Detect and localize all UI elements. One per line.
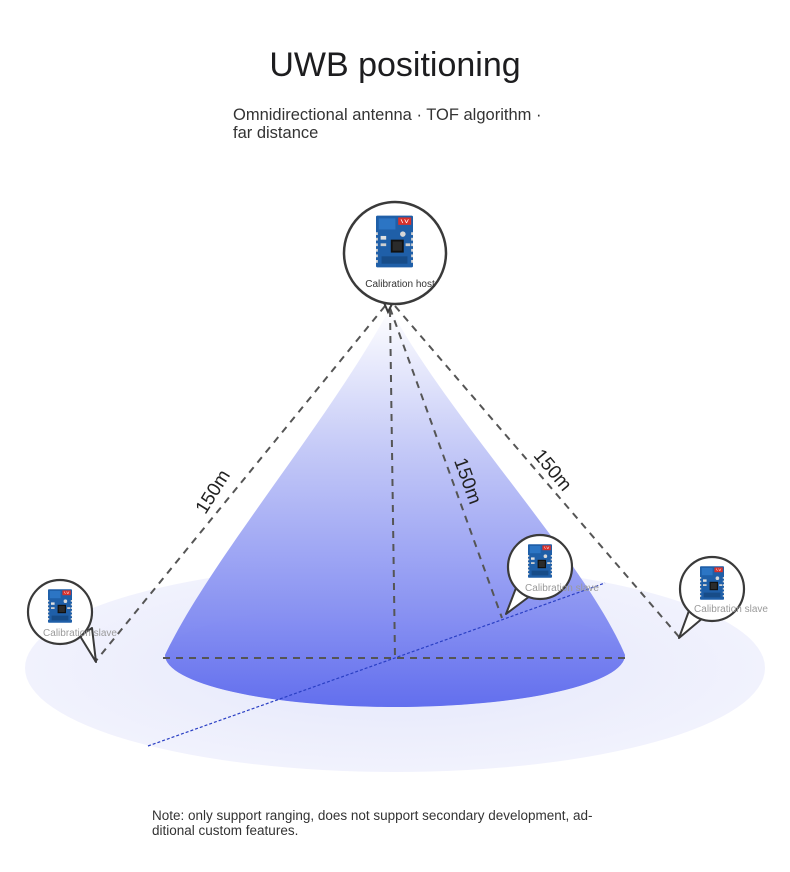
uwb-module-icon (700, 565, 724, 601)
slave-label-center: Calibration slave (525, 583, 599, 594)
uwb-module-icon (528, 543, 552, 579)
uwb-module-icon (48, 588, 72, 624)
axis-line (147, 582, 606, 747)
host-label: Calibration host (365, 279, 435, 290)
subtitle: Omnidirectional antenna · TOF algorithm … (233, 106, 542, 142)
range-line-left (94, 305, 386, 663)
calibration-slave-bubble-center: Calibration slave (505, 533, 599, 615)
footer-note: Note: only support ranging, does not sup… (152, 808, 593, 838)
page-title: UWB positioning (269, 46, 521, 84)
calibration-slave-bubble-right: Calibration slave (678, 555, 768, 639)
range-line-center (389, 307, 503, 619)
calibration-host-bubble: Calibration host (342, 200, 448, 315)
distance-label-left: 150m (192, 466, 235, 517)
calibration-slave-bubble-left: Calibration slave (26, 578, 117, 663)
range-line-right (394, 305, 681, 639)
slave-label-left: Calibration slave (43, 628, 117, 639)
slave-label-right: Calibration slave (694, 604, 768, 615)
vertical-line (389, 309, 396, 659)
cone-base (165, 603, 625, 707)
uwb-module-icon (376, 215, 413, 268)
